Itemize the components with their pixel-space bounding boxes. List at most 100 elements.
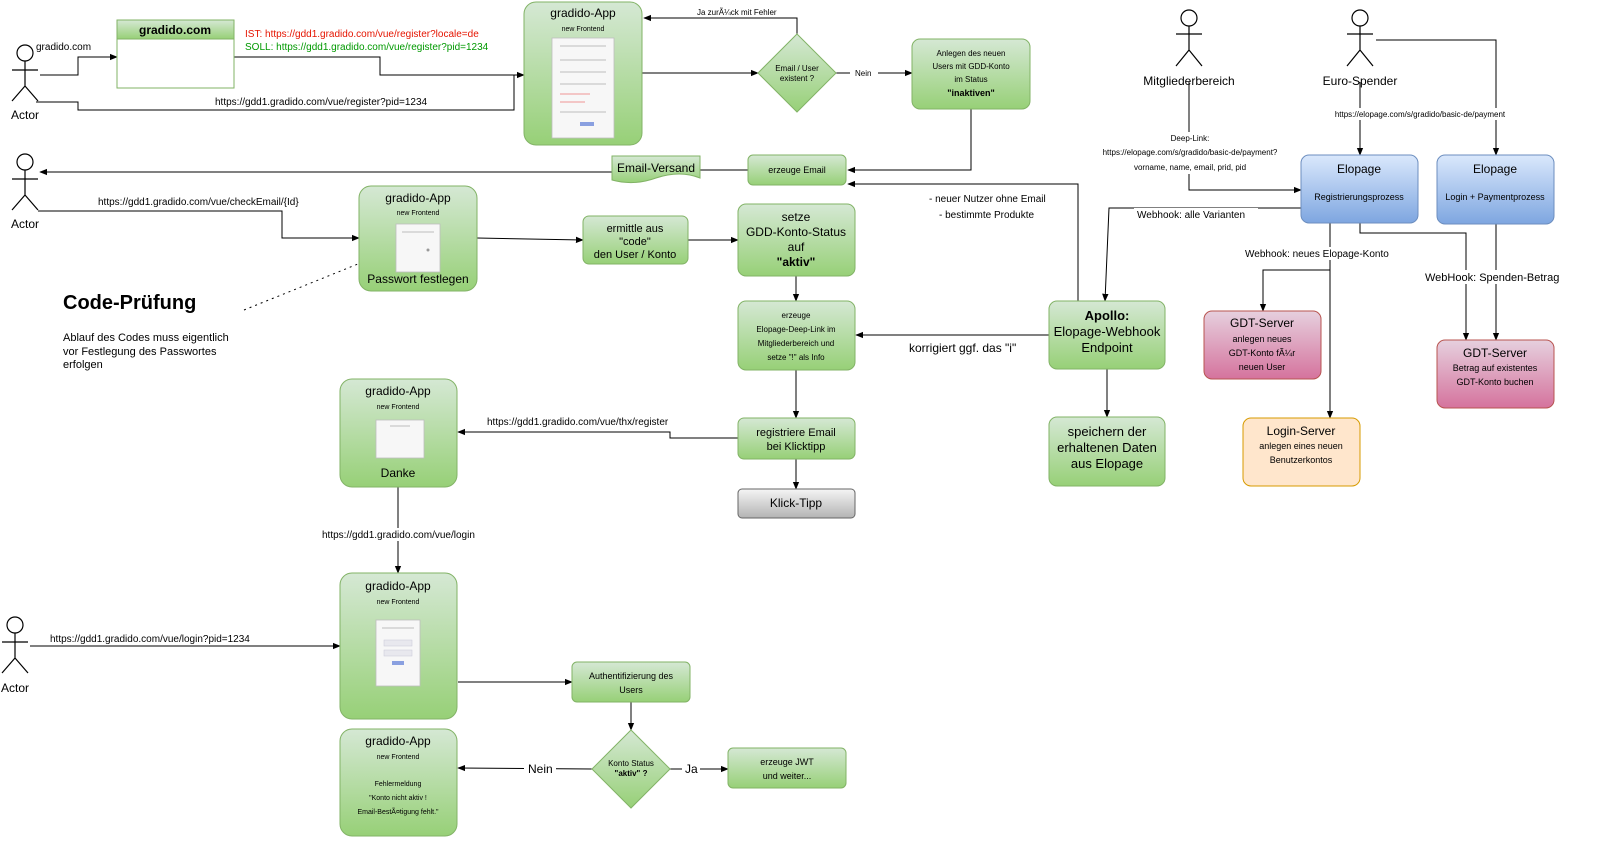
setze-line4: "aktiv" [777,255,816,269]
node-klicktipp-register: registriere Email bei Klicktipp [737,417,856,460]
note-code-pruefung: Code-Prüfung Ablauf des Codes muss eigen… [63,292,229,371]
apollo-line3: Endpoint [1081,340,1133,355]
klicktipp-reg-line2: bei Klicktipp [767,441,826,453]
email-exists-line1: Email / User [775,64,819,73]
app-danke-caption: Danke [381,466,416,480]
speichern-line3: aus Elopage [1071,456,1143,471]
app-fehler-line3: Email-BestÃ¤tigung fehlt." [357,807,439,816]
label-thx: https://gdd1.gradido.com/vue/thx/registe… [487,417,669,428]
label-neuer-nutzer: - neuer Nutzer ohne Email [929,194,1046,205]
elopage-login-title: Elopage [1473,162,1517,176]
actor-3-label: Actor [1,681,29,695]
app-passwort-caption: Passwort festlegen [367,272,468,286]
label-deeplink-head: Deep-Link: [1171,134,1210,143]
node-app-fehler: gradido-App new Frontend Fehlermeldung "… [339,728,458,837]
label-webhook-new: Webhook: neues Elopage-Konto [1245,249,1389,260]
label-korrigiert: korrigiert ggf. das "i" [909,341,1016,355]
passwort-form-preview [395,223,441,273]
anlegen-line3: im Status [954,75,987,84]
label-ja-2: Ja [685,762,698,776]
actor-1: Actor [11,44,39,122]
actor-euro-spender-label: Euro-Spender [1323,74,1398,88]
speichern-line1: speichern der [1068,424,1147,439]
note-title: Code-Prüfung [63,292,196,314]
elopage-reg-sub: Registrierungsprozess [1314,192,1404,202]
deeplink-line3: Mitgliederbereich und [758,339,835,348]
label-login-pid: https://gdd1.gradido.com/vue/login?pid=1… [50,634,250,645]
gdt-exist-title: GDT-Server [1463,346,1527,360]
label-gradido-com: gradido.com [36,42,91,53]
node-klicktipp: Klick-Tipp [737,488,856,519]
app-register-title: gradido-App [550,6,616,20]
edge-code-pruefung-note [243,263,359,311]
actor-euro-spender: Euro-Spender [1323,9,1398,88]
note-line2: vor Festlegung des Passwortes [63,346,217,358]
node-app-register: gradido-App new Frontend [523,1,643,146]
app-register-sub: new Frontend [562,26,605,33]
actor-1-label: Actor [11,108,39,122]
label-nein-2: Nein [528,762,553,776]
jwt-line1: erzeuge JWT [760,757,814,767]
speichern-line2: erhaltenen Daten [1057,440,1157,455]
gdt-new-line3: neuen User [1239,362,1286,372]
node-ermittle: ermittle aus "code" den User / Konto [582,215,689,265]
app-danke-title: gradido-App [365,384,431,398]
label-register-pid: https://gdd1.gradido.com/vue/register?pi… [215,97,428,108]
node-apollo: Apollo: Elopage-Webhook Endpoint [1048,300,1166,370]
email-versand-label: Email-Versand [617,161,695,175]
setze-line3: auf [788,240,805,254]
edge-gradidocom-app [234,56,525,79]
gdt-new-line2: GDT-Konto fÃ¼r [1229,348,1296,358]
setze-line1: setze [782,210,811,224]
edge-klicktippreg-danke [457,428,738,439]
setze-line2: GDD-Konto-Status [746,225,846,239]
node-anlegen: Anlegen des neuen Users mit GDD-Konto im… [911,38,1031,110]
edge-elopagereg-gdtexist [1359,223,1470,341]
node-deeplink: erzeuge Elopage-Deep-Link im Mitgliederb… [737,300,856,371]
node-gradido-com: gradido.com [116,19,235,89]
edge-spender-elopagelogin [1376,39,1500,156]
gdt-exist-line1: Betrag auf existentes [1453,363,1538,373]
apollo-line2: Elopage-Webhook [1054,324,1161,339]
edge-actor1-app-pid [36,74,524,111]
label-webhook-spende: WebHook: Spenden-Betrag [1425,272,1559,284]
gdt-new-title: GDT-Server [1230,316,1294,330]
actor-3: Actor [1,616,29,695]
gradido-com-title: gradido.com [139,23,211,37]
konto-status-line1: Konto Status [608,759,654,768]
label-ja-zurueck: Ja zurÃ¼ck mit Fehler [697,8,777,17]
label-nein-1: Nein [855,69,871,78]
node-email-versand: Email-Versand [611,155,701,184]
node-app-danke: gradido-App new Frontend Danke [339,378,458,488]
klicktipp-reg-line1: registriere Email [756,427,835,439]
gdt-new-line1: anlegen neues [1232,334,1292,344]
edge-passwort-ermittle [476,236,584,244]
label-soll: SOLL: https://gdd1.gradido.com/vue/regis… [245,42,489,53]
anlegen-line4: "inaktiven" [947,88,995,98]
node-gdt-server-new: GDT-Server anlegen neues GDT-Konto fÃ¼r … [1203,310,1322,380]
node-elopage-registrierung: Elopage Registrierungsprozess [1300,154,1419,224]
note-line3: erfolgen [63,359,103,371]
actor-mitglieder-label: Mitgliederbereich [1143,74,1234,88]
label-deeplink-params: vorname, name, email, prid, pid [1134,163,1246,172]
app-fehler-line2: "Konto nicht aktiv ! [369,795,427,802]
apollo-line1: Apollo: [1085,308,1130,323]
app-passwort-sub: new Frontend [397,210,440,217]
app-fehler-sub: new Frontend [377,754,420,761]
label-payment-url: https://elopage.com/s/gradido/basic-de/p… [1335,110,1506,119]
note-line1: Ablauf des Codes muss eigentlich [63,332,229,344]
app-fehler-title: gradido-App [365,734,431,748]
login-server-title: Login-Server [1267,424,1336,438]
app-login-sub: new Frontend [377,599,420,606]
login-server-line2: Benutzerkontos [1270,455,1333,465]
label-bestimmte: - bestimmte Produkte [939,210,1034,221]
node-elopage-login: Elopage Login + Paymentprozess [1436,154,1555,225]
app-danke-sub: new Frontend [377,404,420,411]
auth-line1: Authentifizierung des [589,671,674,681]
ermittle-line1: ermittle aus [607,223,664,235]
ermittle-line2: "code" [619,236,651,248]
node-app-login: gradido-App new Frontend [339,572,458,720]
node-login-server: Login-Server anlegen eines neuen Benutze… [1242,417,1361,487]
node-erzeuge-email: erzeuge Email [747,154,847,186]
